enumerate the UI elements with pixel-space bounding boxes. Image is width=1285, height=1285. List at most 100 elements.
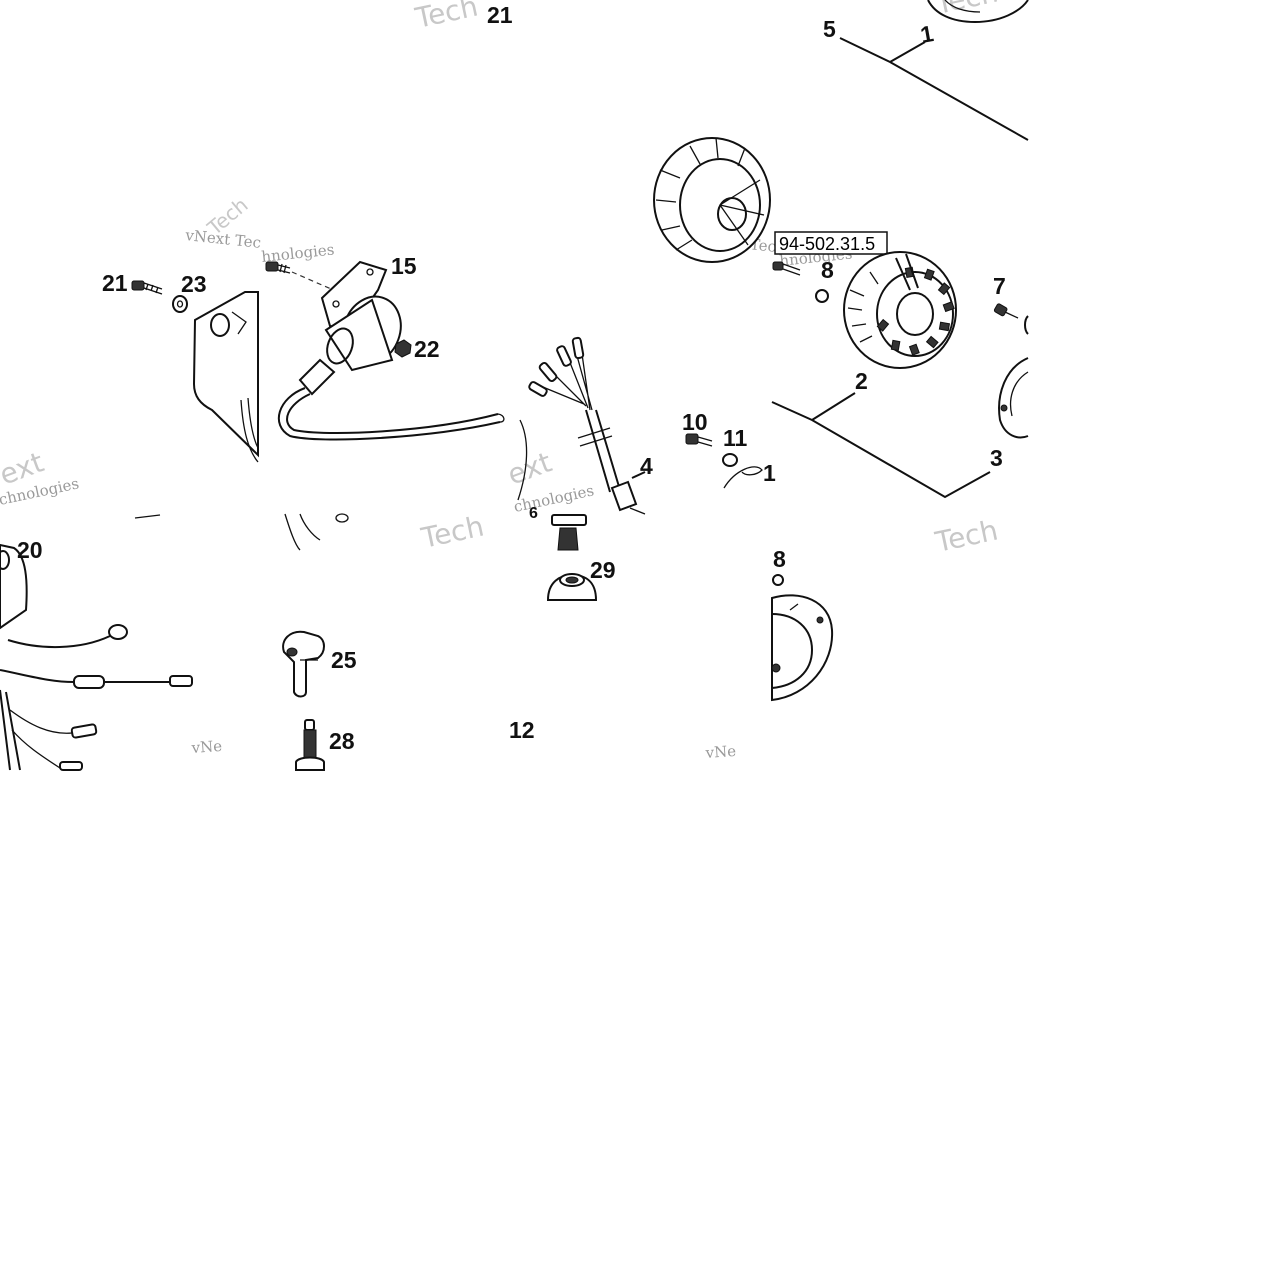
housing-right-edge (998, 357, 1029, 439)
rotor-top-inner (944, 0, 981, 13)
grommet-29-hole (565, 576, 579, 584)
screw-21-head (131, 280, 145, 291)
flywheel-hub (717, 197, 747, 231)
harness-terminal-3 (538, 361, 558, 383)
ht-lead-end (497, 413, 505, 423)
stator-screw-head (772, 261, 784, 271)
watermark-vne-bottom-left: vNe (190, 737, 223, 757)
base-plate-8-hole-2 (816, 616, 824, 624)
watermark-layer: Tech Tech vNext Tec hnologies vNext Tec … (0, 0, 1001, 762)
cdi-unit-wire-2 (0, 669, 75, 683)
cdi-unit-spade-1 (169, 675, 193, 687)
base-plate-8-hole-1 (771, 663, 781, 673)
callout-8-bottom: 8 (773, 546, 786, 572)
coil-wire-ring (335, 513, 349, 523)
callout-29: 29 (590, 557, 616, 583)
cdi-box-mount-hole (210, 313, 230, 337)
washer-8-bottom (772, 574, 784, 586)
nut-22 (394, 339, 412, 358)
cdi-unit-spade-2 (70, 723, 98, 739)
leader-line-2 (811, 392, 856, 421)
harness-terminal-4 (528, 381, 548, 397)
cdi-unit-hole (0, 550, 10, 570)
part-7-edge (1024, 315, 1029, 335)
spark-plug-hex (295, 756, 325, 771)
callout-2: 2 (855, 368, 868, 394)
screw-10-thread (697, 436, 713, 447)
flywheel-fins (655, 137, 746, 251)
callout-3: 3 (990, 445, 1003, 471)
callout-21: 21 (102, 270, 128, 296)
harness-ends (517, 419, 646, 515)
coil-wire-ends (284, 513, 321, 551)
coil-plate-hole-1 (332, 300, 340, 308)
spark-plug-terminal (304, 719, 315, 731)
cdi-unit-connector (73, 675, 105, 689)
ht-lead-outer (278, 387, 501, 441)
callout-12: 12 (509, 717, 535, 743)
coil-clamp (326, 327, 354, 365)
stator-bore (896, 292, 934, 336)
leader-line-1 (889, 41, 926, 63)
cdi-box-assembly (131, 280, 259, 463)
wiring-harness (517, 336, 646, 515)
reference-code: 94-502.31.5 (779, 234, 875, 254)
callout-11: 11 (723, 425, 748, 451)
cdi-unit-wire-1 (7, 635, 111, 649)
watermark-tech-mid: Tech (418, 510, 487, 556)
callout-8-top: 8 (821, 257, 834, 283)
callout-15: 15 (391, 253, 417, 279)
coil-screw-thread (277, 263, 291, 274)
wire-clip-1 (723, 466, 763, 489)
reference-code-box (774, 231, 888, 255)
screw-washer-10-11 (685, 433, 763, 489)
fitting-6-thread (557, 527, 579, 551)
washer-11 (722, 453, 738, 467)
cdi-unit-partial-leader (134, 514, 161, 519)
cdi-wire-2 (247, 397, 259, 449)
ht-lead-inner (286, 393, 499, 435)
cdi-unit-sheath (0, 689, 21, 771)
base-plate-8-body (771, 594, 834, 702)
spark-plug-insulator (303, 729, 317, 761)
coil-mount-plate (320, 260, 388, 332)
callout-10: 10 (682, 409, 708, 435)
callout-1: 1 (918, 20, 935, 48)
flywheel-inner (679, 158, 761, 252)
harness-terminal-2 (556, 345, 572, 367)
washer-23-hole (176, 300, 184, 308)
cdi-unit-ring-terminal (108, 624, 128, 640)
stator-assembly: 94-502.31.5 (771, 231, 1029, 499)
housing-right-inner (1009, 371, 1029, 417)
stator-washer-8 (815, 289, 829, 303)
base-plate-8-mark (789, 603, 799, 611)
harness-sheath (585, 409, 621, 493)
coil-screw-head (265, 261, 279, 272)
harness-terminal-1 (571, 336, 585, 360)
housing-right-hole (1000, 404, 1008, 412)
callout-4: 4 (640, 453, 653, 479)
stator-coils (876, 266, 955, 356)
callout-23: 23 (181, 271, 207, 297)
callout-6: 6 (529, 505, 538, 522)
leader-line-4 (631, 471, 646, 479)
coil-boot (298, 358, 336, 396)
watermark-vne-bottom-center: vNe (704, 742, 737, 762)
callout-20: 20 (17, 537, 43, 563)
callout-7: 7 (993, 273, 1006, 299)
leader-line-5 (839, 37, 1029, 141)
callout-labels: 21 5 1 21 23 15 22 8 7 2 3 10 11 1 4 6 2… (17, 2, 1006, 754)
flywheel-spokes (719, 179, 765, 246)
harness-grommet (610, 480, 638, 512)
harness-break-mark (577, 427, 613, 447)
watermark-ext-center: ext (503, 445, 556, 491)
screw-7-thread (1004, 311, 1019, 319)
cdi-unit-wires-lower (9, 709, 73, 769)
cdi-unit-20 (0, 514, 193, 771)
spark-plug-cap-25 (282, 630, 325, 698)
callout-21-top: 21 (487, 2, 513, 28)
harness-wires (537, 339, 593, 411)
cdi-unit-spade-3 (59, 761, 83, 771)
washer-23 (172, 295, 188, 313)
